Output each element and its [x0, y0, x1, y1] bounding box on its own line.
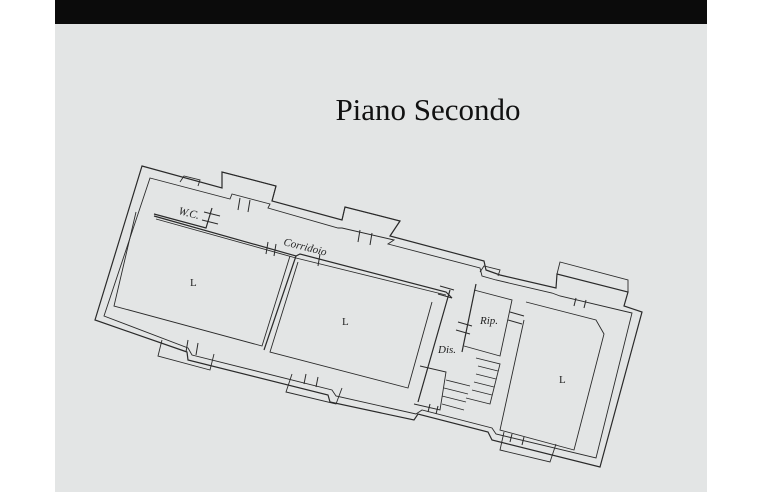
window-projections [157, 171, 629, 463]
room-label-ripostiglio: Rip. [479, 315, 498, 327]
outer-walls [94, 165, 643, 468]
screen-background [55, 24, 707, 492]
room-label-disimpegno: Dis. [437, 344, 456, 356]
room-label-living-1: L [190, 277, 197, 289]
monitor-bezel [55, 0, 707, 24]
room-label-living-3: L [559, 374, 566, 386]
plan-title: Piano Secondo [335, 92, 520, 127]
interior-walls [113, 207, 605, 451]
room-label-wc: W.C. [177, 205, 200, 222]
photo-margin [0, 0, 55, 492]
door-markers [185, 197, 587, 446]
room-label-living-2: L [342, 316, 349, 328]
